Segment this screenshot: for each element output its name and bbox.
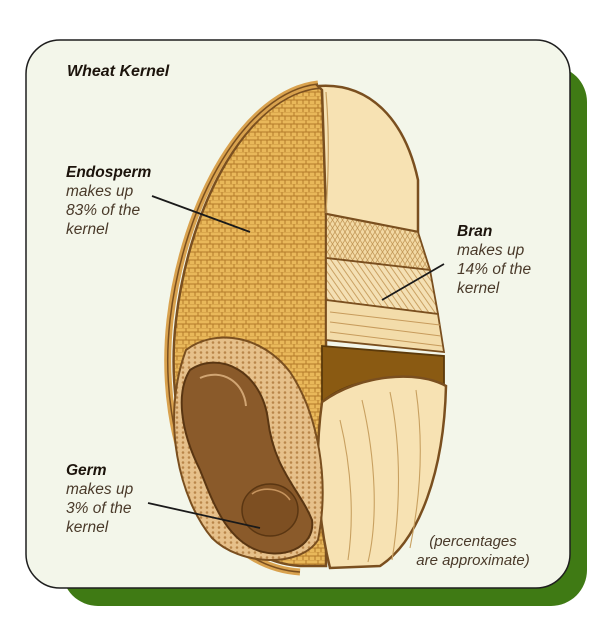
note-line: (percentages (398, 532, 548, 551)
bran-line: kernel (457, 279, 531, 298)
endosperm-line: 83% of the (66, 201, 151, 220)
approximation-note: (percentages are approximate) (398, 532, 548, 570)
germ-label: Germ makes up 3% of the kernel (66, 461, 133, 537)
endosperm-line: makes up (66, 182, 151, 201)
bran-line: makes up (457, 241, 531, 260)
bran-heading: Bran (457, 222, 531, 241)
germ-line: 3% of the (66, 499, 133, 518)
bran-line: 14% of the (457, 260, 531, 279)
endosperm-line: kernel (66, 220, 151, 239)
note-line: are approximate) (398, 551, 548, 570)
germ-heading: Germ (66, 461, 133, 480)
germ-line: kernel (66, 518, 133, 537)
diagram-title: Wheat Kernel (67, 63, 169, 81)
endosperm-heading: Endosperm (66, 163, 151, 182)
germ-line: makes up (66, 480, 133, 499)
endosperm-label: Endosperm makes up 83% of the kernel (66, 163, 151, 239)
bran-label: Bran makes up 14% of the kernel (457, 222, 531, 298)
